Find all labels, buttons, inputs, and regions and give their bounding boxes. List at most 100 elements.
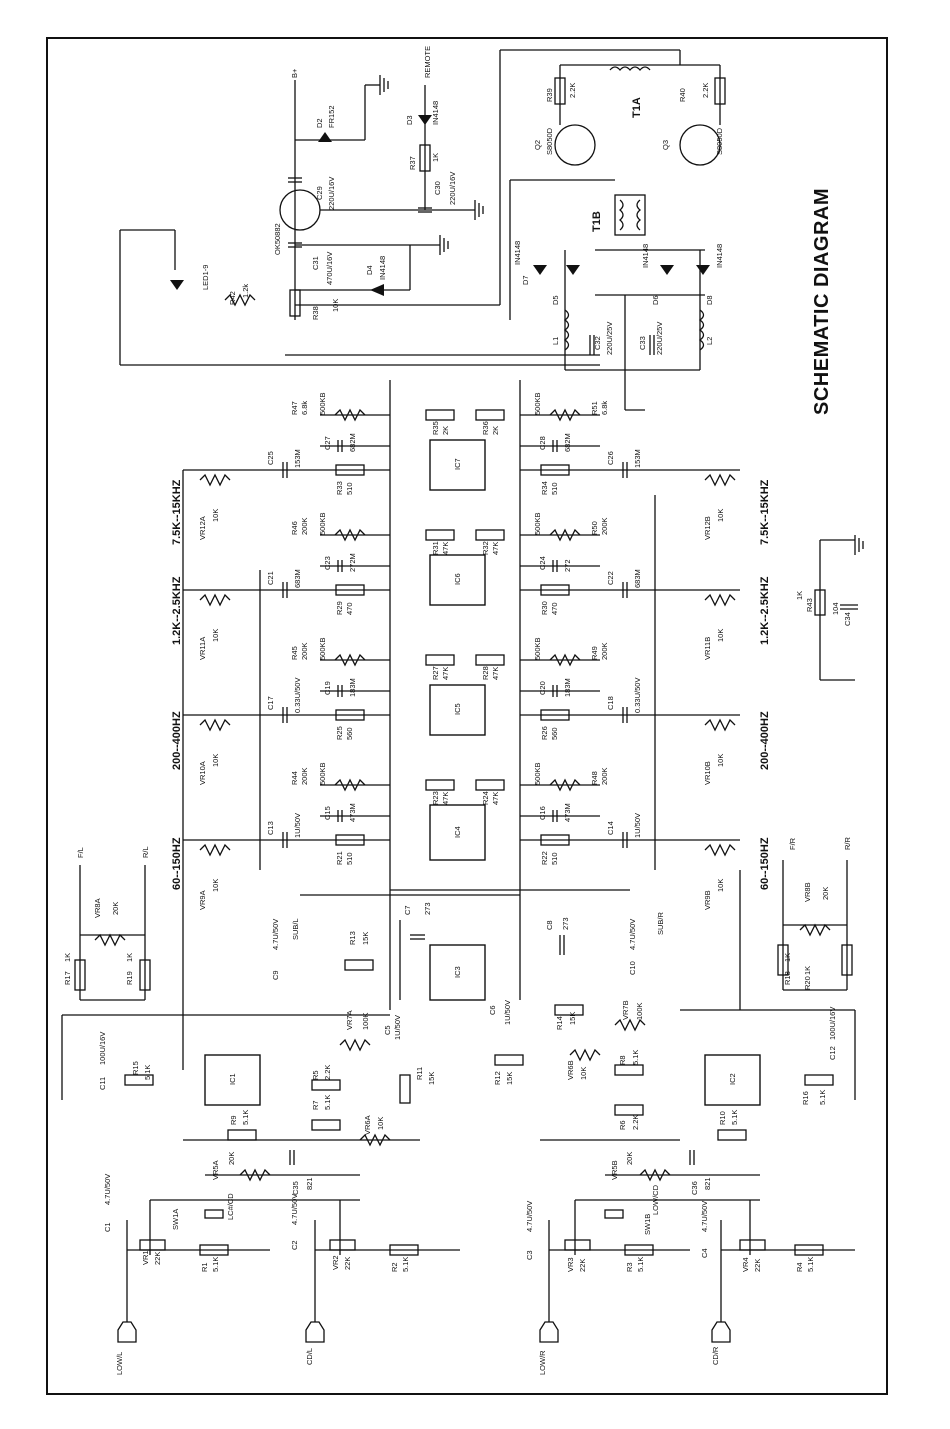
label-misc-c11v-67: 100U/16V	[98, 1032, 107, 1065]
resistor-ra-0-1	[425, 529, 455, 541]
label-power-d2-3: D2	[315, 118, 324, 128]
resistor-ra-0-0	[425, 409, 455, 421]
pot-500kb-1-0	[549, 408, 581, 422]
ic7-label: IC7	[453, 458, 462, 470]
label-misc-sw1a-124: SW1A	[171, 1209, 180, 1230]
label-misc-c6v-95: 1U/50V	[503, 1000, 512, 1025]
eq-left-3-ra-ref: R27	[431, 666, 440, 680]
pot-vr5b	[639, 1168, 671, 1182]
diode-d8-symbol	[696, 265, 710, 275]
ic3-label: IC3	[453, 966, 462, 978]
label-terminals-cd_l-153: CD/L	[305, 1348, 314, 1365]
pot-500kb-0-2	[334, 653, 366, 667]
band-label-right-2: 1.2K--2.5KHZ	[759, 576, 771, 645]
label-power-d7-32: D7	[521, 275, 530, 285]
eq-right-1-fcap-value: 682M	[563, 433, 572, 452]
ic4-label: IC4	[453, 826, 462, 838]
eq-left-2-cap-value: 683M	[293, 569, 302, 588]
eq-left-4-fcap-ref: C15	[323, 806, 332, 820]
label-misc-r13-80: R13	[348, 931, 357, 945]
label-misc-vr5b-118: VR5B	[610, 1160, 619, 1180]
resistor-r40	[714, 77, 726, 105]
label-misc-c8-86: C8	[545, 920, 554, 930]
eq-right-1-ra-value: 2K	[491, 426, 500, 435]
label-misc-lccdl-126: LC#/CD	[226, 1193, 235, 1220]
diagram-title: SCHEMATIC DIAGRAM	[811, 188, 833, 415]
label-terminals-sub_l-74: SUB/L	[291, 918, 300, 940]
label-misc-vr5a-116: VR5A	[211, 1160, 220, 1180]
band-label-right-3: 200--400HZ	[759, 711, 771, 770]
switch-sw1a	[204, 1209, 224, 1219]
band-label-right-1: 7.5K--15KHZ	[759, 479, 771, 545]
eq-right-3-fcap-ref: C20	[538, 681, 547, 695]
eq-left-3-rt-ref: R25	[335, 726, 344, 740]
label-power-t1b-31: T1B	[591, 211, 603, 232]
label-power-d3v-12: IN4148	[431, 101, 440, 125]
resistor-r39	[554, 77, 566, 105]
eq-left-1-pot-value: 500KB	[318, 392, 327, 415]
label-misc-vr6a-104: VR6A	[363, 1115, 372, 1135]
label-power-c32v-43: 220U/25V	[605, 322, 614, 355]
eq-right-4-pot-value: 500KB	[533, 762, 542, 785]
label-power-r38v-18: 10K	[331, 299, 340, 312]
label-misc-r6v-109: 2.2K	[631, 1115, 640, 1130]
label-misc-c36-122: C36	[690, 1181, 699, 1195]
bus-wires	[61, 229, 856, 1141]
eq-left-1-rl-value: 6.8k	[300, 401, 309, 415]
label-misc-vr1-136: VR1	[141, 1250, 150, 1265]
label-misc-vr6av-105: 10K	[376, 1117, 385, 1130]
label-misc-r17-58: R17	[63, 971, 72, 985]
ic6-label: IC6	[453, 573, 462, 585]
label-misc-r19-60: R19	[125, 971, 134, 985]
transistor-q2-symbol	[554, 124, 596, 166]
label-misc-r9-112: R9	[229, 1115, 238, 1125]
pot-500kb-0-0	[334, 408, 366, 422]
input-jack-cd-l	[305, 1321, 325, 1343]
label-misc-c7-84: C7	[403, 905, 412, 915]
led-symbol	[170, 280, 184, 290]
resistor-rt-0-0	[335, 464, 365, 476]
resistor-rt-1-0	[540, 464, 570, 476]
label-misc-r5v-97: 2.2K	[323, 1065, 332, 1080]
transformer-t1b-symbol	[614, 194, 646, 236]
eq-right-2-cap-value: 683M	[633, 569, 642, 588]
label-power-d8-36: D8	[705, 295, 714, 305]
label-misc-r20v-65: 1K	[803, 966, 812, 975]
label-misc-vr2-138: VR2	[331, 1255, 340, 1270]
eq-left-1-rt-value: 510	[345, 482, 354, 495]
label-misc-r43v-47: 1K	[795, 591, 804, 600]
eq-right-3-cap-ref: C18	[606, 696, 615, 710]
eq-left-1-vr-ref: VR12A	[198, 516, 207, 540]
resistor-ra-1-2	[475, 654, 505, 666]
eq-left-1-fcap-value: 682M	[348, 433, 357, 452]
eq-right-1-rt-value: 510	[550, 482, 559, 495]
label-power-r37v-10: 1K	[431, 153, 440, 162]
label-misc-vr8a-54: VR8A	[93, 898, 102, 918]
eq-right-4-cap-ref: C14	[606, 821, 615, 835]
label-misc-c10-78: C10	[628, 961, 637, 975]
eq-right-4-ra-value: 47K	[491, 792, 500, 805]
pot-a-4	[199, 843, 231, 857]
label-power-r40-24: R40	[678, 88, 687, 102]
resistor-r3	[624, 1244, 654, 1256]
label-misc-c35v-121: 821	[305, 1177, 314, 1190]
eq-left-2-ra-value: 47K	[441, 542, 450, 555]
ic1-box	[204, 1054, 261, 1106]
label-misc-vr7bv-91: 100K	[635, 1002, 644, 1020]
eq-right-4-rt-value: 510	[550, 852, 559, 865]
label-misc-c35-120: C35	[291, 1181, 300, 1195]
eq-right-2-rt-value: 470	[550, 602, 559, 615]
eq-left-2-rt-value: 470	[345, 602, 354, 615]
eq-right-3-ra-ref: R28	[481, 666, 490, 680]
label-power-q2v-27: S8050D	[545, 127, 554, 155]
label-misc-r19v-61: 1K	[125, 953, 134, 962]
eq-right-2-vr-ref: VR11B	[703, 637, 712, 660]
resistor-r14	[554, 1004, 584, 1016]
resistor-r7	[311, 1119, 341, 1131]
label-misc-r8v-111: 5.1K	[631, 1050, 640, 1065]
